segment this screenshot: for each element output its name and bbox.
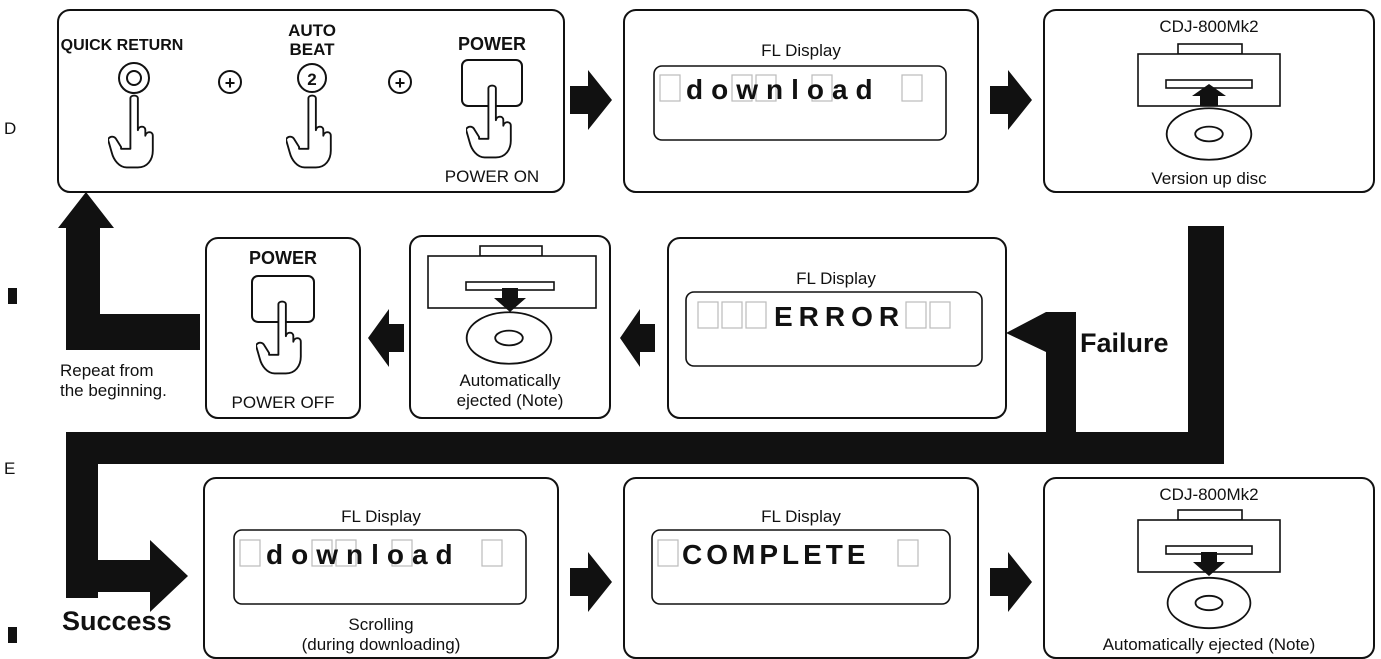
plus-icon: [388, 70, 412, 94]
fl-display-title: FL Display: [761, 41, 841, 60]
eject-arrow-icon: [494, 288, 526, 312]
scrolling-caption-2: (during downloading): [302, 635, 461, 654]
flow-lines: [58, 192, 1224, 612]
margin-letter-d: D: [4, 119, 16, 138]
plus-icon: [218, 70, 242, 94]
fl-cells: [657, 539, 919, 567]
complete-box: FL Display COMPLETE: [623, 477, 979, 659]
power-off-label: POWER OFF: [232, 393, 335, 412]
auto-beat-button: [297, 63, 327, 93]
player-model: CDJ-800Mk2: [1159, 485, 1258, 504]
quick-return-center-icon: [126, 70, 142, 86]
step3-box: CDJ-800Mk2 Version up disc: [1043, 9, 1375, 193]
auto-beat-number: 2: [307, 70, 316, 89]
arrow-step1-to-2: [570, 70, 612, 130]
power-off-box: POWER POWER OFF: [205, 237, 361, 419]
fl-display-text: download: [686, 74, 881, 105]
eject-caption-2: ejected (Note): [457, 391, 564, 410]
error-box: FL Display ERROR: [667, 237, 1007, 419]
power-label: POWER: [249, 248, 317, 268]
player-top-icon: [479, 245, 543, 257]
success-label: Success: [62, 606, 172, 636]
fl-display-screen: [233, 529, 527, 605]
arrow-eject-to-power: [368, 309, 404, 367]
fl-cells: [239, 539, 503, 567]
auto-beat-label-1: AUTO: [288, 21, 336, 40]
player-top-icon: [1177, 43, 1243, 55]
insert-arrow-icon: [1192, 84, 1226, 106]
version-up-disc-caption: Version up disc: [1151, 169, 1267, 188]
auto-beat-label-2: BEAT: [289, 40, 335, 59]
connector-arrows: [368, 70, 1032, 612]
margin-mark: [8, 627, 17, 643]
margin-mark: [8, 288, 17, 304]
fl-display-screen: [653, 65, 947, 141]
arrow-complete-to-eject: [990, 552, 1032, 612]
fl-display-title: FL Display: [341, 507, 421, 526]
fl-display-title: FL Display: [796, 269, 876, 288]
eject-arrow-icon: [1193, 552, 1225, 576]
failure-arrowhead: [1006, 312, 1076, 352]
fl-complete-text: COMPLETE: [682, 539, 870, 570]
arrow-download-to-complete: [570, 552, 612, 612]
fl-error-text: ERROR: [774, 301, 905, 332]
margin-letter-e: E: [4, 459, 15, 478]
eject-box-failure: Automatically ejected (Note): [409, 235, 611, 419]
arrow-error-to-eject: [620, 309, 655, 367]
repeat-label-1: Repeat from: [60, 361, 154, 380]
arrow-step2-to-3: [990, 70, 1032, 130]
step1-box: QUICK RETURN + AUTO BEAT 2 + POWER POWER…: [57, 9, 565, 193]
scrolling-caption-1: Scrolling: [348, 615, 413, 634]
disc-icon: [1166, 576, 1252, 630]
eject-caption-1: Automatically: [459, 371, 561, 390]
success-arrow: [66, 540, 188, 612]
plus-sign: +: [225, 73, 236, 93]
disc-icon: [1165, 107, 1253, 161]
fl-display-screen: [651, 529, 951, 605]
repeat-label-2: the beginning.: [60, 381, 167, 400]
step2-box: FL Display download: [623, 9, 979, 193]
disc-icon: [465, 311, 553, 365]
fl-display-text: download: [266, 539, 461, 570]
fl-cells: [659, 74, 923, 102]
fl-display-title: FL Display: [761, 507, 841, 526]
failure-label: Failure: [1080, 328, 1169, 358]
plus-sign: +: [395, 73, 406, 93]
power-on-label: POWER ON: [445, 167, 539, 186]
eject-caption: Automatically ejected (Note): [1103, 635, 1316, 654]
quick-return-label: QUICK RETURN: [61, 37, 184, 54]
eject-box-success: CDJ-800Mk2 Automatically ejected (Note): [1043, 477, 1375, 659]
player-model: CDJ-800Mk2: [1159, 17, 1258, 36]
flow-right-vertical: [1188, 226, 1224, 464]
power-label: POWER: [458, 34, 526, 54]
player-top-icon: [1177, 509, 1243, 521]
flow-horizontal: [66, 432, 1224, 464]
fl-cells: [697, 301, 951, 329]
repeat-arrow: [58, 192, 200, 350]
scrolling-box: FL Display download Scrolling (during do…: [203, 477, 559, 659]
